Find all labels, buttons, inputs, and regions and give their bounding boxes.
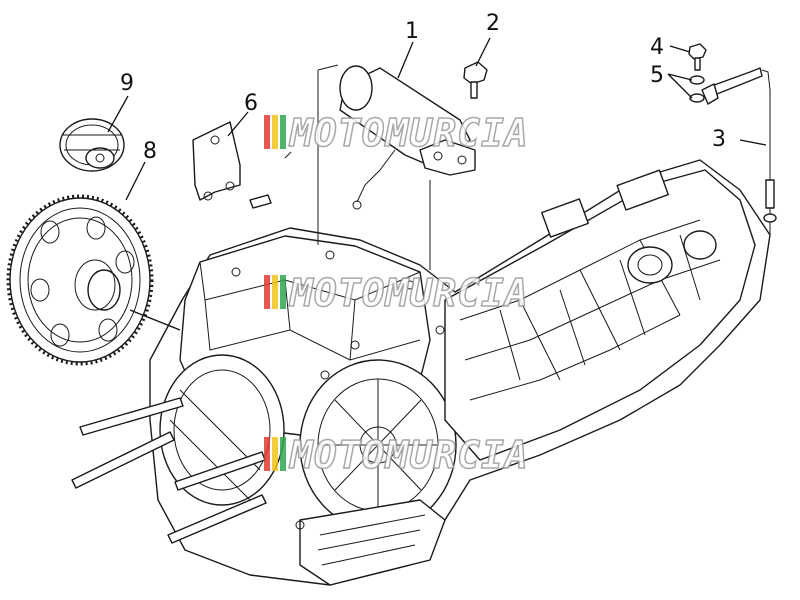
- starter-motor: [339, 65, 476, 210]
- callout-6: 6: [244, 91, 258, 116]
- watermark-stripe-yellow: [272, 115, 278, 149]
- sprocket-8: [6, 194, 154, 366]
- cylinder-studs: [71, 397, 267, 544]
- watermark-text: MOTOMURCIA: [288, 271, 529, 315]
- watermark-top: MOTOMURCIA: [264, 110, 529, 156]
- transmission-housing: [444, 169, 756, 461]
- watermark-text: MOTOMURCIA: [288, 433, 529, 477]
- starter-gear-9: [59, 118, 125, 172]
- watermark-text: MOTOMURCIA: [288, 111, 529, 155]
- watermark-stripe-red: [264, 115, 270, 149]
- watermark-stripe-green: [280, 115, 286, 149]
- callout-3: 3: [712, 127, 726, 152]
- washers-5: [689, 75, 705, 103]
- bolt-2: [463, 61, 488, 99]
- starter-frame: [317, 64, 431, 270]
- crankcase: [71, 159, 771, 586]
- bracket-6: [192, 121, 292, 209]
- callout-1: 1: [405, 19, 419, 44]
- callout-5: 5: [650, 63, 664, 88]
- leader-lines: [107, 37, 767, 331]
- watermark-middle: MOTOMURCIA: [264, 270, 529, 316]
- callout-4: 4: [650, 35, 664, 60]
- callout-2: 2: [486, 11, 500, 36]
- callout-labels: 1 2 3 4 5 6 8 9: [120, 11, 726, 164]
- sensor-cable-3: [701, 67, 777, 235]
- watermark-bottom: MOTOMURCIA: [264, 432, 529, 478]
- screw-4: [688, 43, 707, 71]
- callout-8: 8: [143, 139, 157, 164]
- callout-9: 9: [120, 71, 134, 96]
